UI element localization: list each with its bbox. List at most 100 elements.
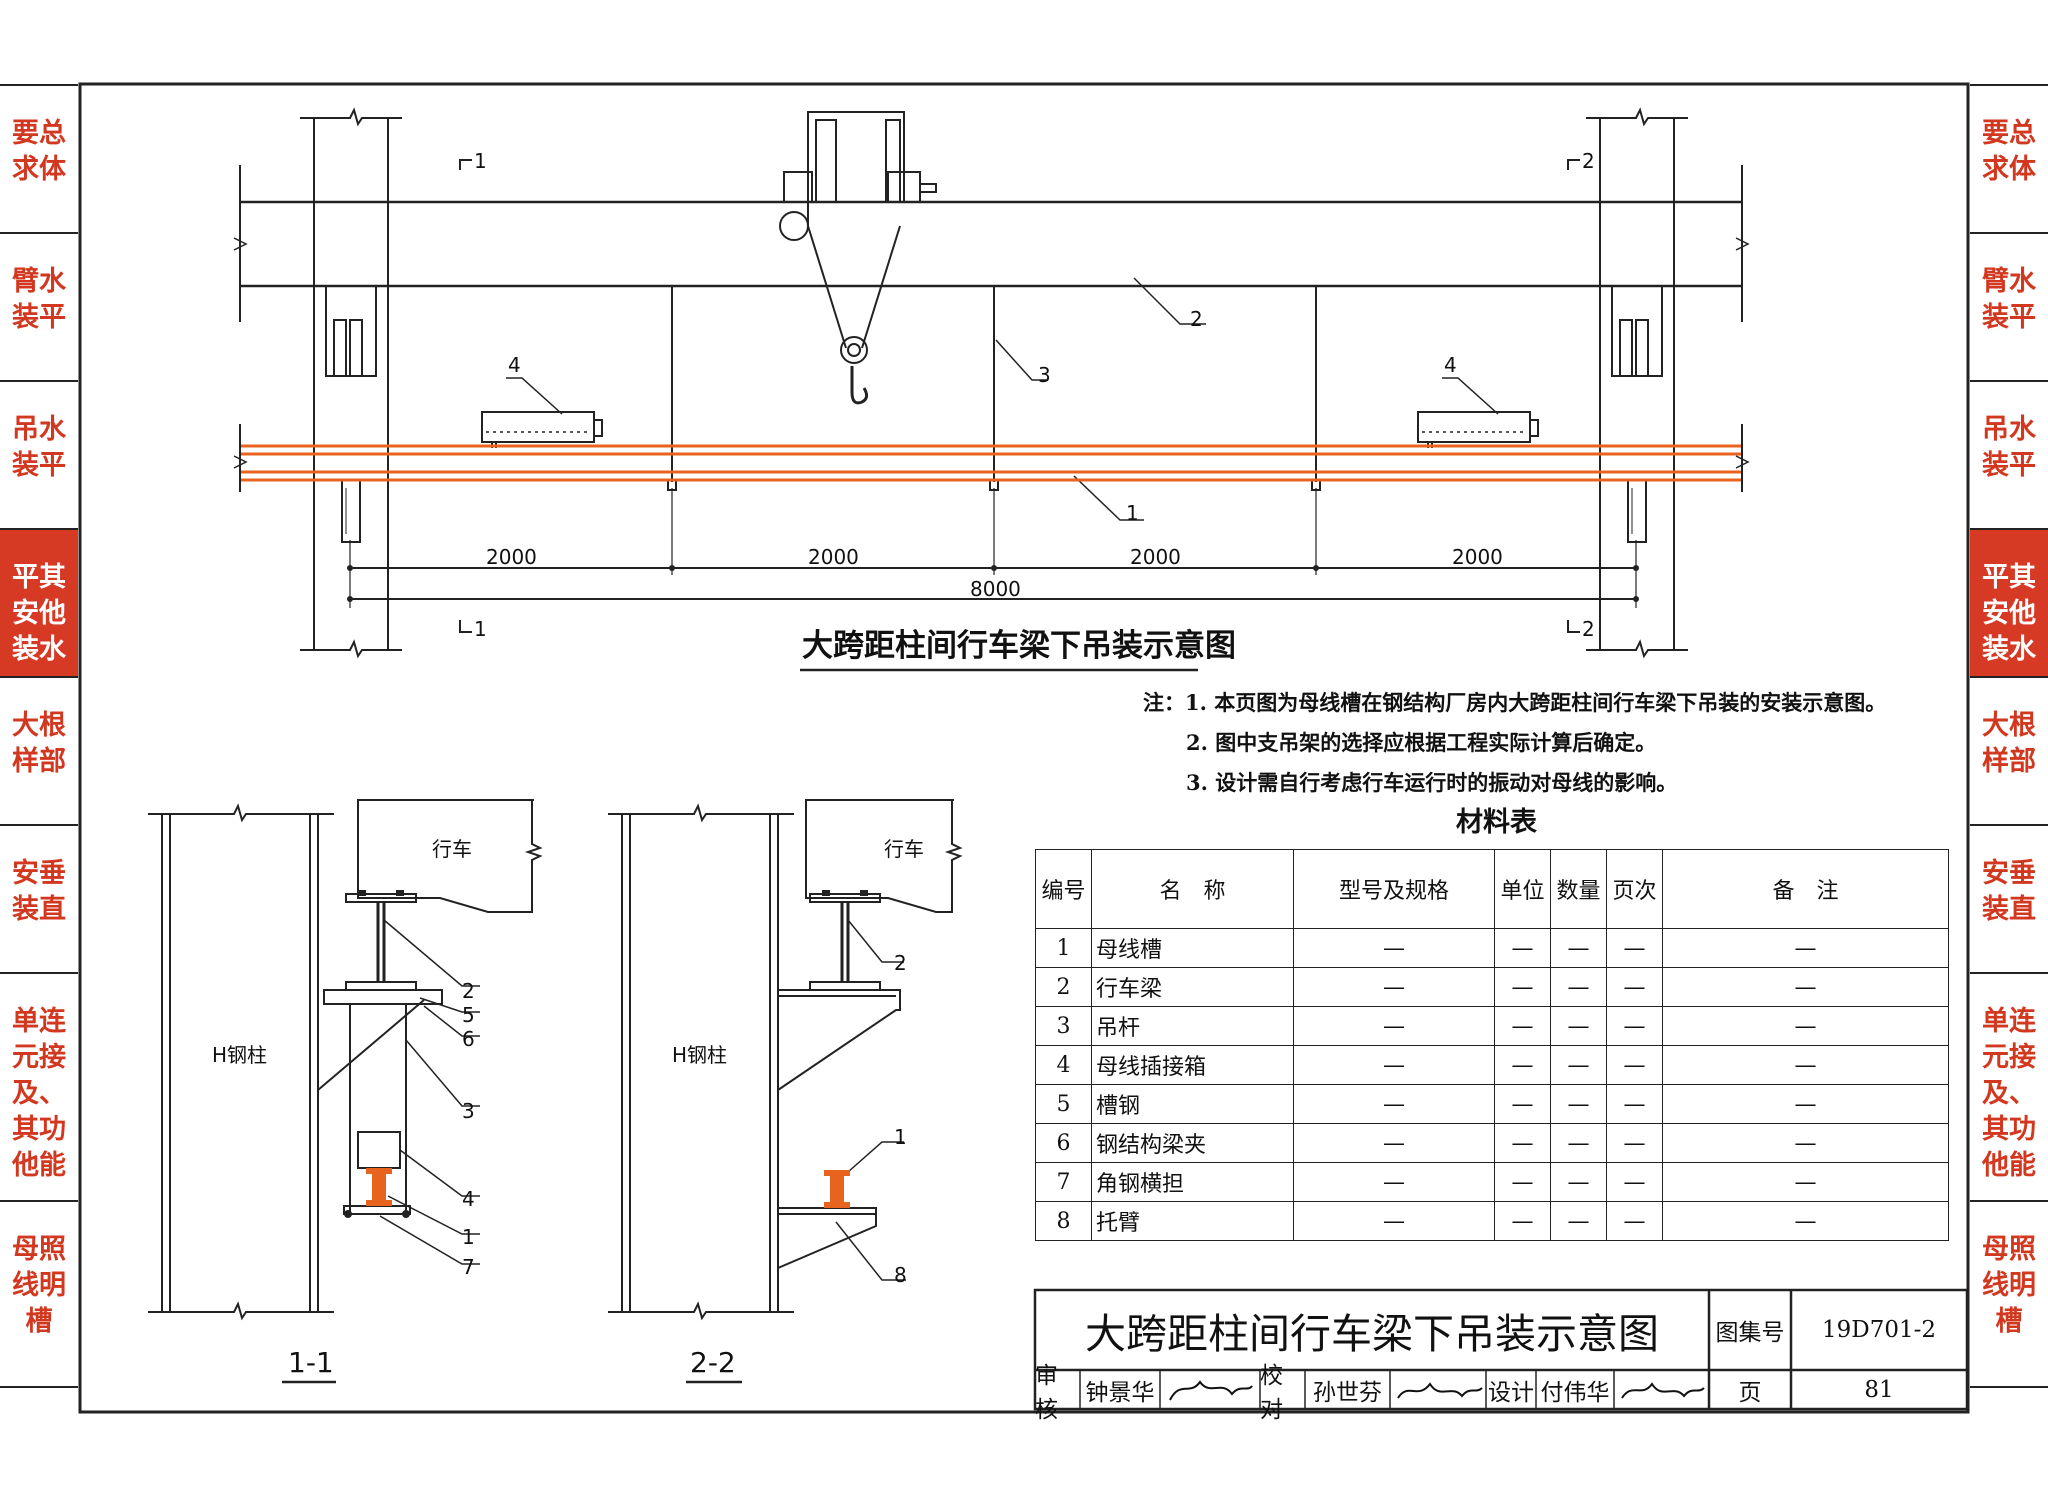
cell-value: — bbox=[1494, 1045, 1551, 1085]
cell-no: 4 bbox=[1035, 1045, 1092, 1085]
tab-label-line: 要总 bbox=[12, 118, 66, 149]
cell-value: — bbox=[1606, 1123, 1663, 1163]
tab-horizontal-other[interactable]: 平其安他装水 bbox=[1970, 528, 2048, 676]
tab-label-line: 母照 bbox=[12, 1234, 66, 1265]
tab-label: 安垂装直 bbox=[1970, 856, 2048, 974]
cell-value: — bbox=[1293, 1201, 1495, 1241]
cell-value: — bbox=[1494, 928, 1551, 968]
cell-value: — bbox=[1494, 1201, 1551, 1241]
section2-crane-label: 行车 bbox=[884, 837, 924, 861]
tab-label-line: 大根 bbox=[12, 710, 66, 741]
tab-horizontal-arm[interactable]: 臂水装平 bbox=[0, 232, 78, 380]
tab-label-line: 其功 bbox=[1982, 1114, 2036, 1145]
cell-value: — bbox=[1293, 1162, 1495, 1202]
tab-label-line: 安他 bbox=[1982, 598, 2036, 629]
tab-label-line: 大根 bbox=[1982, 710, 2036, 741]
tab-connection-units[interactable]: 单连元接及、其功他能 bbox=[1970, 972, 2048, 1200]
tab-label-line: 槽 bbox=[1995, 1306, 2023, 1337]
section1-callout-1: 1 bbox=[462, 1225, 475, 1249]
cell-no: 2 bbox=[1035, 967, 1092, 1007]
section-mark-2-bottom: 2 bbox=[1582, 617, 1595, 641]
cell-no: 5 bbox=[1035, 1084, 1092, 1124]
tab-label: 母照线明槽 bbox=[1970, 1232, 2048, 1350]
design-label: 设计 bbox=[1488, 1379, 1534, 1406]
atlas-label: 图集号 bbox=[1715, 1320, 1785, 1346]
callout-1: 1 bbox=[1126, 501, 1139, 525]
tab-label-line: 吊水 bbox=[1982, 414, 2036, 445]
tab-label-line: 安垂 bbox=[1982, 858, 2036, 889]
tab-label-line: 他能 bbox=[1982, 1150, 2036, 1181]
col-header-no: 编号 bbox=[1035, 849, 1092, 929]
tab-label-line: 臂水 bbox=[1982, 266, 2036, 297]
page-label: 页 bbox=[1738, 1379, 1762, 1406]
dim-span-2: 2000 bbox=[808, 545, 859, 569]
tab-label: 要总求体 bbox=[0, 116, 78, 234]
notes-prefix: 注： bbox=[1143, 690, 1185, 715]
tab-horizontal-hanging[interactable]: 吊水装平 bbox=[0, 380, 78, 528]
tab-general-requirements[interactable]: 要总求体 bbox=[1970, 84, 2048, 232]
cell-no: 6 bbox=[1035, 1123, 1092, 1163]
cell-name: 吊杆 bbox=[1091, 1006, 1294, 1046]
cell-value: — bbox=[1494, 1162, 1551, 1202]
tab-root-sample[interactable]: 大根样部 bbox=[1970, 676, 2048, 824]
cell-name: 母线槽 bbox=[1091, 928, 1294, 968]
tab-label-line: 装平 bbox=[12, 450, 66, 481]
cell-value: — bbox=[1293, 1006, 1495, 1046]
cell-value: — bbox=[1662, 1045, 1949, 1085]
tab-label-line: 装平 bbox=[1982, 302, 2036, 333]
review-label: 审核 bbox=[1035, 1362, 1058, 1423]
notes-block: 注：1. 本页图为母线槽在钢结构厂房内大跨距柱间行车梁下吊装的安装示意图。 2.… bbox=[1143, 683, 1886, 803]
section1-callout-4: 4 bbox=[462, 1187, 475, 1211]
tab-label-line: 要总 bbox=[1982, 118, 2036, 149]
cell-value: — bbox=[1550, 1162, 1607, 1202]
col-header-name: 名 称 bbox=[1091, 849, 1294, 929]
cell-value: — bbox=[1606, 967, 1663, 1007]
tab-label-line: 母照 bbox=[1982, 1234, 2036, 1265]
col-header-qty: 数量 bbox=[1550, 849, 1607, 929]
reviewer-name: 钟景华 bbox=[1085, 1379, 1155, 1406]
tab-label-line: 装平 bbox=[1982, 450, 2036, 481]
tab-lighting-busbar[interactable]: 母照线明槽 bbox=[1970, 1200, 2048, 1388]
cell-value: — bbox=[1606, 1162, 1663, 1202]
busbar-section-2 bbox=[824, 1170, 850, 1208]
tab-label: 臂水装平 bbox=[0, 264, 78, 382]
cell-value: — bbox=[1550, 1123, 1607, 1163]
page-number: 81 bbox=[1864, 1376, 1894, 1403]
cell-value: — bbox=[1606, 928, 1663, 968]
tab-connection-units[interactable]: 单连元接及、其功他能 bbox=[0, 972, 78, 1200]
note-3: 3. 设计需自行考虑行车运行时的振动对母线的影响。 bbox=[1186, 770, 1678, 795]
cell-value: — bbox=[1550, 1045, 1607, 1085]
tab-root-sample[interactable]: 大根样部 bbox=[0, 676, 78, 824]
materials-title: 材料表 bbox=[1456, 807, 1537, 838]
cell-value: — bbox=[1293, 1123, 1495, 1163]
tab-label-line: 装水 bbox=[12, 634, 66, 665]
tab-horizontal-other[interactable]: 平其安他装水 bbox=[0, 528, 78, 676]
section2-callout-2: 2 bbox=[894, 951, 907, 975]
cell-value: — bbox=[1662, 928, 1949, 968]
cell-value: — bbox=[1550, 1201, 1607, 1241]
checker-name: 孙世芬 bbox=[1313, 1379, 1382, 1406]
tab-label-line: 他能 bbox=[12, 1150, 66, 1181]
tab-label: 大根样部 bbox=[1970, 708, 2048, 826]
tab-horizontal-hanging[interactable]: 吊水装平 bbox=[1970, 380, 2048, 528]
tab-vertical-install[interactable]: 安垂装直 bbox=[0, 824, 78, 972]
tab-vertical-install[interactable]: 安垂装直 bbox=[1970, 824, 2048, 972]
tab-label-line: 线明 bbox=[12, 1270, 66, 1301]
tab-lighting-busbar[interactable]: 母照线明槽 bbox=[0, 1200, 78, 1388]
section1-crane-label: 行车 bbox=[432, 837, 472, 861]
tab-label: 平其安他装水 bbox=[0, 560, 78, 678]
cell-no: 7 bbox=[1035, 1162, 1092, 1202]
section1-label: 1-1 bbox=[288, 1346, 334, 1379]
cell-value: — bbox=[1662, 1123, 1949, 1163]
cell-name: 槽钢 bbox=[1091, 1084, 1294, 1124]
tab-label-line: 样部 bbox=[12, 746, 66, 777]
tab-horizontal-arm[interactable]: 臂水装平 bbox=[1970, 232, 2048, 380]
col-header-remarks: 备 注 bbox=[1662, 849, 1949, 929]
tab-general-requirements[interactable]: 要总求体 bbox=[0, 84, 78, 232]
cell-value: — bbox=[1494, 1123, 1551, 1163]
